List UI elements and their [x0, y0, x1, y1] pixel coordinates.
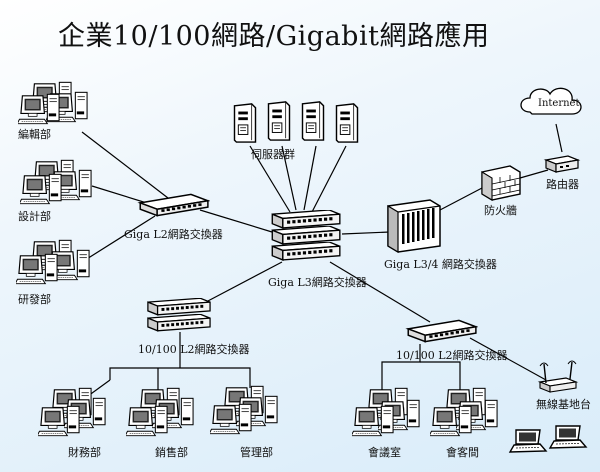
link-server-4 — [311, 145, 347, 213]
label-firewall: 防火牆 — [484, 204, 517, 217]
link-fe-right-reception — [420, 361, 461, 392]
link-server-2 — [281, 145, 297, 211]
laptop-icon — [549, 425, 587, 449]
workstation-group-sales — [126, 387, 194, 437]
workstation-group-rnd — [16, 239, 90, 285]
firewall-icon — [481, 165, 521, 201]
label-meeting-room: 會議室 — [368, 446, 401, 459]
label-giga-l2: Giga L2網路交換器 — [124, 228, 223, 241]
label-giga-l3: Giga L3網路交換器 — [268, 276, 367, 289]
link-l34-firewall — [439, 187, 483, 211]
links — [81, 123, 563, 397]
link-giga-l3-fe-right — [329, 261, 431, 323]
label-dept-finance: 財務部 — [68, 446, 101, 459]
label-fe-l2-right: 10/100 L2網路交換器 — [396, 349, 508, 362]
workstation-icon — [352, 405, 394, 437]
server-icon — [301, 101, 325, 141]
stacked-switch-icon — [271, 210, 341, 261]
workstation-icon — [38, 405, 80, 437]
label-reception: 會客間 — [446, 446, 479, 459]
label-fe-l2-left: 10/100 L2網路交換器 — [138, 343, 250, 356]
link-design-giga-l2 — [91, 185, 151, 205]
link-editing-giga-l2 — [81, 131, 169, 199]
workstation-icon — [126, 405, 168, 437]
link-giga-l2-giga-l3 — [199, 209, 273, 233]
server-group — [233, 101, 359, 143]
link-firewall-router — [519, 169, 549, 179]
switch-icon — [139, 193, 209, 217]
server-icon — [335, 103, 359, 143]
label-dept-sales: 銷售部 — [155, 446, 188, 459]
link-server-3 — [303, 145, 317, 211]
laptop-icon — [509, 429, 547, 453]
stacked-switch-icon — [147, 298, 211, 332]
link-rnd-giga-l2 — [81, 215, 156, 263]
link-giga-l3-l34 — [341, 231, 391, 235]
switch-icon — [407, 319, 477, 343]
workstation-icon — [430, 405, 472, 437]
link-router-internet — [555, 123, 563, 153]
cloud-icon — [520, 87, 582, 115]
link-fe-right-ap — [469, 337, 547, 381]
link-fe-left-bus — [109, 367, 251, 388]
label-dept-mgmt: 管理部 — [240, 446, 273, 459]
label-router: 路由器 — [546, 178, 579, 191]
workstation-group-finance — [38, 387, 106, 437]
label-wireless-ap: 無線基地台 — [536, 398, 591, 411]
workstation-icon — [16, 253, 58, 285]
label-internet: Internet — [538, 98, 580, 109]
label-server-group: 伺服器群 — [251, 148, 295, 161]
router-icon — [543, 155, 581, 173]
link-fe-left-finance — [87, 379, 111, 397]
workstation-icon — [210, 403, 252, 435]
access-point-icon — [537, 360, 579, 393]
label-dept-design: 設計部 — [18, 210, 51, 223]
label-giga-l34: Giga L3/4 網路交換器 — [384, 258, 497, 271]
label-dept-editing: 編輯部 — [18, 128, 51, 141]
link-server-1 — [249, 145, 291, 213]
chassis-switch-icon — [387, 199, 441, 254]
server-icon — [233, 103, 257, 143]
workstation-group-reception — [430, 387, 498, 437]
link-fe-right-meeting — [381, 344, 421, 392]
workstation-group-mgmt — [210, 385, 278, 435]
workstation-group-editing — [18, 81, 88, 125]
server-icon — [267, 101, 291, 141]
workstation-icon — [18, 93, 60, 125]
label-dept-rnd: 研發部 — [18, 293, 51, 306]
workstation-icon — [20, 173, 62, 205]
link-giga-l3-fe-left — [205, 261, 283, 303]
workstation-group-meeting — [352, 387, 420, 437]
workstation-group-design — [20, 159, 92, 205]
page-title: 企業10/100網路/Gigabit網路應用 — [58, 21, 490, 52]
